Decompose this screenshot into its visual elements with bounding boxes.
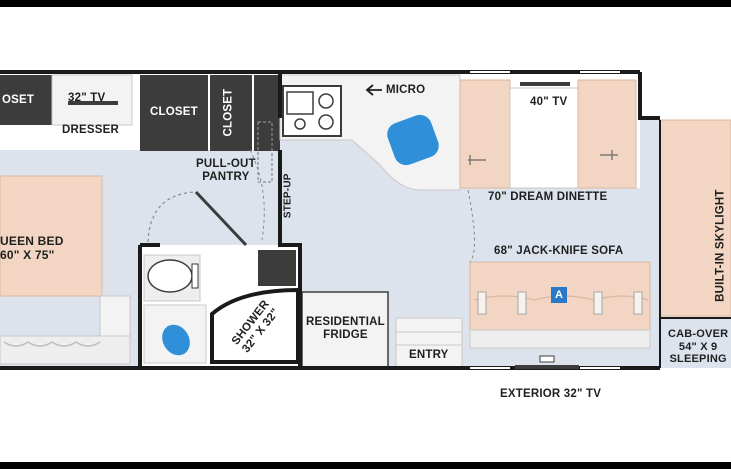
label-cab-over: CAB-OVER 54" X 9 SLEEPING bbox=[668, 328, 729, 366]
label-built-in-skylight: BUILT-IN SKYLIGHT bbox=[714, 189, 727, 302]
window-marks bbox=[470, 71, 620, 369]
top-border bbox=[0, 0, 731, 7]
bottom-border bbox=[0, 462, 731, 469]
label-micro: MICRO bbox=[386, 84, 426, 96]
door-swing-icon bbox=[194, 190, 248, 247]
label-entry: ENTRY bbox=[409, 349, 449, 361]
bed-nightstand bbox=[99, 295, 131, 337]
pantry-pullout bbox=[257, 121, 273, 183]
exterior-tv-bar bbox=[515, 365, 579, 369]
label-step-up: STEP-UP bbox=[282, 173, 294, 219]
label-dresser: DRESSER bbox=[62, 124, 119, 136]
label-closet-left: OSET bbox=[2, 94, 35, 106]
sofa-base bbox=[469, 329, 651, 349]
cab-over-bed bbox=[659, 119, 731, 317]
residential-fridge bbox=[301, 291, 389, 369]
front-cab-outline bbox=[659, 120, 731, 368]
marker-a: A bbox=[551, 287, 567, 303]
label-pullout-pantry: PULL-OUT PANTRY bbox=[196, 158, 256, 184]
label-residential-fridge: RESIDENTIAL FRIDGE bbox=[306, 316, 385, 342]
label-closet-2: CLOSET bbox=[222, 88, 235, 137]
dinette-bench-left bbox=[459, 79, 511, 189]
shower-enclosure bbox=[210, 287, 300, 364]
closet-2 bbox=[210, 75, 252, 151]
stove-icon bbox=[282, 85, 342, 137]
dinette-bench-right bbox=[577, 79, 637, 189]
dinette-table bbox=[509, 87, 579, 189]
bath-sink-icon bbox=[162, 324, 190, 356]
bench-cushions bbox=[3, 341, 101, 347]
micro-arrow bbox=[365, 84, 382, 96]
label-dream-dinette: 70" DREAM DINETTE bbox=[488, 191, 608, 203]
label-queen-bed: UEEN BED 60" X 75" bbox=[0, 234, 64, 262]
closet-1 bbox=[140, 75, 208, 151]
dresser-box bbox=[51, 74, 133, 126]
label-tv-40: 40" TV bbox=[530, 96, 568, 108]
bath-wall-right bbox=[278, 150, 302, 368]
tv-40-bar bbox=[520, 82, 570, 86]
label-jack-knife-sofa: 68" JACK-KNIFE SOFA bbox=[494, 245, 624, 257]
bedroom-bench bbox=[0, 335, 131, 365]
label-closet-1: CLOSET bbox=[150, 106, 198, 118]
kitchen-sink-icon bbox=[387, 114, 439, 166]
queen-bed bbox=[0, 175, 103, 297]
label-tv-32: 32" TV bbox=[68, 92, 106, 104]
closet-left bbox=[0, 75, 52, 125]
shower-seat bbox=[258, 250, 296, 286]
tv-32-bar bbox=[68, 101, 118, 105]
label-exterior-tv: EXTERIOR 32" TV bbox=[500, 388, 602, 400]
toilet-icon bbox=[147, 259, 193, 293]
